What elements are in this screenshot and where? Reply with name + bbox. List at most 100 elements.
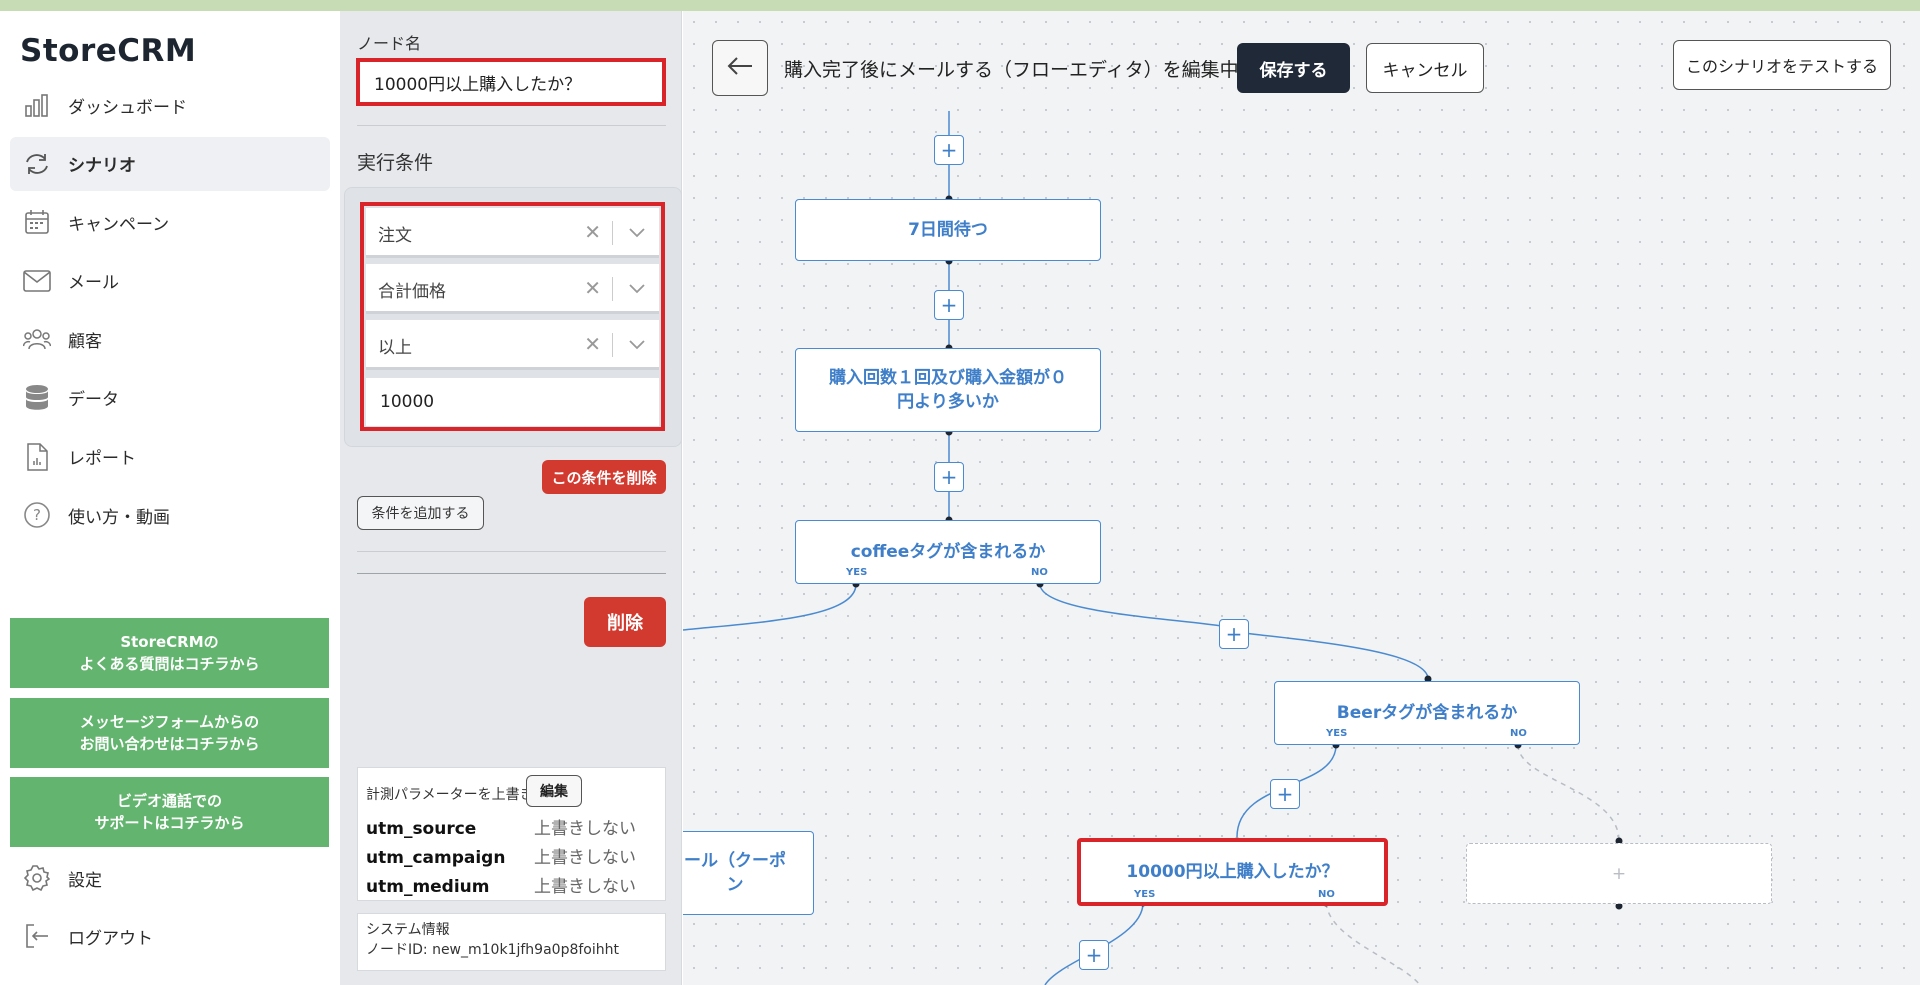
- sidebar-item-label: シナリオ: [68, 156, 136, 177]
- sidebar-item-campaign[interactable]: キャンペーン: [10, 195, 330, 249]
- node-id: ノードID: new_m10k1jfh9a0p8foihht: [366, 942, 619, 958]
- separator: [612, 333, 613, 357]
- node-name-input[interactable]: 10000円以上購入したか？: [356, 58, 666, 106]
- flow-node-beer-tag[interactable]: Beerタグが含まれるか: [1274, 681, 1580, 745]
- flow-node-coffee-tag[interactable]: coffeeタグが含まれるか: [795, 520, 1101, 584]
- svg-text:?: ?: [33, 506, 41, 524]
- flow-node-purchase-check[interactable]: 購入回数１回及び購入金額が０ 円より多いか: [795, 348, 1101, 432]
- save-button[interactable]: 保存する: [1237, 43, 1350, 93]
- delete-condition-button[interactable]: この条件を削除: [542, 460, 666, 494]
- node-text-line: 購入回数１回及び購入金額が０: [829, 368, 1067, 388]
- add-step-button[interactable]: +: [1079, 940, 1109, 970]
- flow-canvas[interactable]: [683, 11, 1920, 985]
- settings-label: 設定: [68, 870, 102, 891]
- condition-object-select[interactable]: 注文 ✕: [366, 208, 659, 258]
- video-button-line2: サポートはコチラから: [94, 814, 245, 832]
- utm-row: utm_medium 上書きしない: [366, 872, 636, 897]
- utm-value: 上書きしない: [534, 819, 636, 839]
- divider: [357, 551, 666, 552]
- divider: [357, 125, 666, 126]
- cancel-button[interactable]: キャンセル: [1366, 43, 1484, 93]
- yes-label: YES: [846, 567, 868, 578]
- system-info-box: システム情報 ノードID: new_m10k1jfh9a0p8foihht: [357, 913, 666, 971]
- users-icon: [22, 324, 52, 354]
- select-value: 以上: [378, 337, 412, 358]
- add-condition-button[interactable]: 条件を追加する: [357, 496, 484, 530]
- logout-icon: [22, 921, 52, 951]
- flow-node-coupon-mail[interactable]: ール（クーポン: [683, 831, 814, 915]
- contact-button-line1: メッセージフォームからの: [79, 713, 260, 731]
- sidebar-item-scenario[interactable]: シナリオ: [10, 136, 330, 191]
- editor-title: 購入完了後にメールする（フローエディタ）を編集中: [784, 59, 1239, 81]
- clear-icon[interactable]: ✕: [584, 332, 601, 356]
- condition-value-input[interactable]: 10000: [366, 378, 659, 426]
- separator: [612, 277, 613, 301]
- sidebar-item-data[interactable]: データ: [10, 371, 330, 425]
- sidebar-item-label: データ: [68, 390, 119, 411]
- sidebar-item-help[interactable]: ? 使い方・動画: [10, 488, 330, 542]
- chevron-down-icon[interactable]: [629, 335, 645, 355]
- utm-edit-button[interactable]: 編集: [526, 775, 582, 807]
- help-icon: ?: [22, 500, 52, 530]
- calendar-icon: [22, 207, 52, 237]
- condition-highlight: [360, 202, 665, 431]
- sidebar-item-label: キャンペーン: [68, 214, 170, 235]
- add-step-button[interactable]: +: [934, 135, 964, 165]
- yes-label: YES: [1326, 728, 1348, 739]
- sidebar-item-label: 顧客: [68, 331, 102, 352]
- back-button[interactable]: [712, 40, 768, 96]
- sidebar-nav: ダッシュボード シナリオ キャンペーン メール 顧客 データ レポート: [10, 78, 330, 547]
- no-label: NO: [1031, 567, 1048, 578]
- clear-icon[interactable]: ✕: [584, 220, 601, 244]
- flow-node-wait[interactable]: 7日間待つ: [795, 199, 1101, 261]
- sidebar-item-dashboard[interactable]: ダッシュボード: [10, 78, 330, 132]
- sidebar-item-mail[interactable]: メール: [10, 254, 330, 308]
- faq-button[interactable]: StoreCRMの よくある質問はコチラから: [10, 618, 329, 688]
- delete-node-button[interactable]: 削除: [584, 597, 666, 647]
- yes-label: YES: [1134, 889, 1156, 900]
- test-scenario-button[interactable]: このシナリオをテストする: [1673, 40, 1891, 90]
- chevron-down-icon[interactable]: [629, 279, 645, 299]
- add-step-button[interactable]: +: [934, 290, 964, 320]
- add-step-button[interactable]: +: [1219, 619, 1249, 649]
- faq-button-line2: よくある質問はコチラから: [79, 655, 260, 673]
- database-icon: [22, 383, 52, 413]
- node-name-label: ノード名: [357, 34, 422, 53]
- logout-label: ログアウト: [68, 928, 153, 949]
- video-support-button[interactable]: ビデオ通話での サポートはコチラから: [10, 777, 329, 847]
- select-value: 合計価格: [378, 281, 446, 302]
- sidebar-item-customers[interactable]: 顧客: [10, 312, 330, 366]
- top-strip: [0, 0, 1920, 11]
- flow-node-empty-slot[interactable]: +: [1466, 843, 1772, 904]
- select-value: 注文: [378, 225, 412, 246]
- contact-form-button[interactable]: メッセージフォームからの お問い合わせはコチラから: [10, 698, 329, 768]
- arrow-left-icon: [727, 56, 753, 80]
- clear-icon[interactable]: ✕: [584, 276, 601, 300]
- system-info-heading: システム情報: [366, 922, 450, 938]
- divider: [357, 573, 666, 574]
- chevron-down-icon[interactable]: [629, 223, 645, 243]
- brand-logo: StoreCRM: [20, 33, 197, 69]
- settings-link[interactable]: 設定: [22, 863, 102, 893]
- refresh-icon: [22, 149, 52, 179]
- condition-field-select[interactable]: 合計価格 ✕: [366, 264, 659, 314]
- bar-chart-icon: [22, 90, 52, 120]
- sidebar-item-label: メール: [68, 273, 119, 294]
- utm-value: 上書きしない: [534, 848, 636, 868]
- conditions-heading: 実行条件: [357, 152, 434, 174]
- sidebar-item-label: 使い方・動画: [68, 507, 170, 528]
- flow-node-amount-check[interactable]: 10000円以上購入したか？: [1077, 838, 1388, 906]
- utm-value: 上書きしない: [534, 877, 636, 897]
- add-step-button[interactable]: +: [1270, 779, 1300, 809]
- utm-key: utm_campaign: [366, 848, 506, 868]
- sidebar-item-report[interactable]: レポート: [10, 430, 330, 484]
- logout-link[interactable]: ログアウト: [22, 921, 153, 951]
- video-button-line1: ビデオ通話での: [116, 792, 222, 810]
- condition-operator-select[interactable]: 以上 ✕: [366, 320, 659, 370]
- add-step-button[interactable]: +: [934, 462, 964, 492]
- gear-icon: [22, 863, 52, 893]
- no-label: NO: [1318, 889, 1335, 900]
- utm-key: utm_medium: [366, 877, 490, 897]
- no-label: NO: [1510, 728, 1527, 739]
